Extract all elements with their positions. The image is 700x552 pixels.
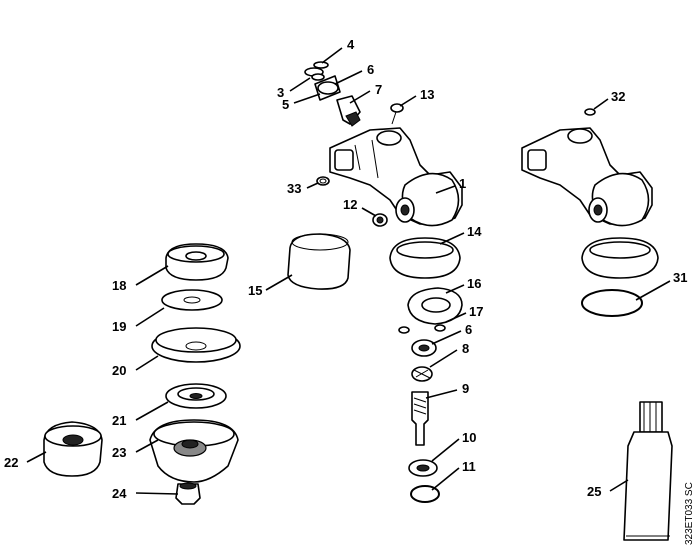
callout-18: 18 [112, 278, 126, 293]
callout-32: 32 [611, 89, 625, 104]
callout-20: 20 [112, 363, 126, 378]
gear-8 [411, 366, 433, 382]
callout-14: 14 [467, 224, 482, 239]
callout-3: 3 [277, 85, 284, 100]
callout-11: 11 [462, 459, 476, 474]
shaft-bushing-parts [304, 61, 361, 127]
callout-33: 33 [287, 181, 301, 196]
plug-12 [372, 213, 388, 227]
grease-tube-25 [623, 401, 673, 541]
callout-4: 4 [347, 37, 355, 52]
callout-22: 22 [4, 455, 18, 470]
gear-head-variant [521, 108, 659, 317]
leader-lines [26, 47, 671, 495]
callout-19: 19 [112, 319, 126, 334]
callout-5: 5 [282, 97, 289, 112]
washer-33 [316, 176, 330, 186]
cylinder-15 [287, 233, 351, 290]
callout-16: 16 [467, 276, 481, 291]
callout-8: 8 [462, 341, 469, 356]
ring-14 [389, 237, 461, 279]
callout-6-lower: 6 [465, 322, 472, 337]
callout-31: 31 [673, 270, 687, 285]
screw-13 [390, 103, 404, 125]
cup-22 [43, 421, 103, 477]
callout-15: 15 [248, 283, 262, 298]
callout-6-upper: 6 [367, 62, 374, 77]
callout-9: 9 [462, 381, 469, 396]
callout-13: 13 [420, 87, 434, 102]
callout-labels: 4 3 6 5 7 13 1 33 12 14 15 16 17 6 8 9 1… [4, 37, 687, 501]
circlip-11 [410, 485, 440, 503]
bearing-10 [408, 459, 438, 477]
callout-10: 10 [462, 430, 476, 445]
drawing-code: 323ET033 SC [684, 482, 695, 545]
callout-24: 24 [112, 486, 127, 501]
callout-12: 12 [343, 197, 357, 212]
callout-1: 1 [459, 176, 466, 191]
callout-17: 17 [469, 304, 483, 319]
callout-25: 25 [587, 484, 601, 499]
screws-17 [398, 324, 446, 334]
callout-23: 23 [112, 445, 126, 460]
callout-7: 7 [375, 82, 382, 97]
left-disc-stack [149, 243, 241, 505]
bearing-6-lower [411, 339, 437, 357]
shaft-9 [411, 391, 429, 446]
callout-21: 21 [112, 413, 126, 428]
plate-16 [407, 287, 463, 325]
gear-head-housing [329, 127, 463, 227]
